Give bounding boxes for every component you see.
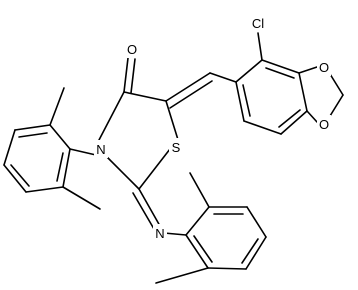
atom-label-ring-n: N xyxy=(94,140,108,158)
thiazolidinone-ring xyxy=(98,91,180,190)
atom-label-imine-n: N xyxy=(153,224,167,242)
svg-text:O: O xyxy=(127,42,137,57)
svg-text:S: S xyxy=(172,140,181,155)
svg-text:N: N xyxy=(155,226,164,241)
atom-label-dioxole-o-top: O xyxy=(317,58,331,76)
chloro-bond xyxy=(257,32,263,61)
benzodioxole-ring xyxy=(235,59,308,135)
atom-label-dioxole-o-bottom: O xyxy=(317,115,331,133)
dioxole-ring xyxy=(298,66,344,123)
n-aryl-ring xyxy=(3,87,101,210)
imine-bond xyxy=(132,188,187,236)
svg-text:N: N xyxy=(96,142,105,157)
atom-label-cl: Cl xyxy=(248,14,268,32)
atom-label-ring-s: S xyxy=(169,138,183,156)
methylidene-bond xyxy=(165,72,237,109)
svg-text:Cl: Cl xyxy=(252,16,264,31)
imine-aryl-ring xyxy=(155,172,267,284)
svg-text:O: O xyxy=(319,60,329,75)
svg-text:O: O xyxy=(319,117,329,132)
atom-label-carbonyl-o: O xyxy=(125,40,139,58)
carbonyl-bond xyxy=(123,57,136,94)
